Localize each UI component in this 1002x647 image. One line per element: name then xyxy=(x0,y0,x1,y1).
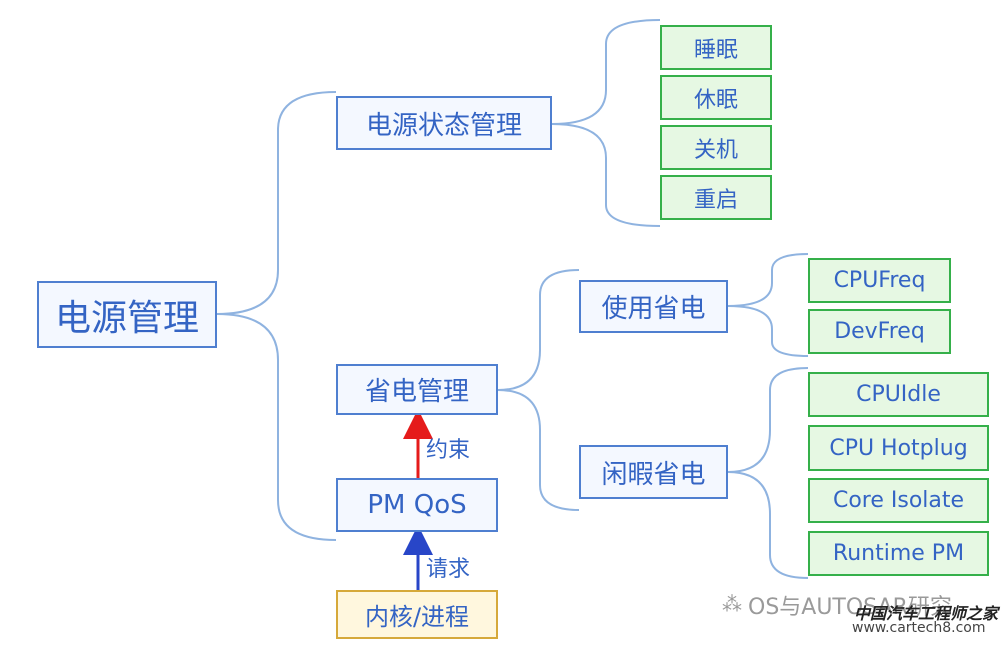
idle-brace xyxy=(727,367,809,473)
request-label: 请求 xyxy=(426,557,471,582)
leaf-cpufreq: CPUFreq xyxy=(808,258,951,303)
leaf-label: 休眠 xyxy=(693,87,738,113)
process-node: 内核/进程 xyxy=(336,590,498,639)
saving-management-node: 省电管理 xyxy=(336,364,498,415)
leaf-label: CPU Hotplug xyxy=(829,435,968,461)
active-brace-lower xyxy=(727,305,809,357)
saving-brace-lower xyxy=(497,389,580,511)
active-saving-node: 使用省电 xyxy=(579,280,728,333)
state-brace xyxy=(551,19,661,125)
process-label: 内核/进程 xyxy=(364,603,470,631)
root-node: 电源管理 xyxy=(37,281,217,348)
state-brace-lower xyxy=(551,123,661,227)
leaf-label: Core Isolate xyxy=(832,488,965,513)
active-saving-label: 使用省电 xyxy=(601,294,706,324)
leaf-label: 重启 xyxy=(693,187,738,213)
leaf-reboot: 重启 xyxy=(660,175,772,220)
pm-qos-label: PM QoS xyxy=(367,490,467,520)
state-management-node: 电源状态管理 xyxy=(336,96,552,150)
saving-management-label: 省电管理 xyxy=(364,377,469,407)
leaf-core-isolate: Core Isolate xyxy=(808,478,989,523)
leaf-shutdown: 关机 xyxy=(660,125,772,170)
leaf-cpu-hotplug: CPU Hotplug xyxy=(808,425,989,471)
leaf-label: CPUIdle xyxy=(856,382,941,407)
leaf-label: CPUFreq xyxy=(833,268,926,293)
saving-brace xyxy=(497,269,580,391)
root-brace-lower xyxy=(216,313,337,541)
leaf-runtime-pm: Runtime PM xyxy=(808,531,989,576)
idle-brace-lower xyxy=(727,471,809,579)
leaf-label: Runtime PM xyxy=(832,541,965,566)
wechat-icon: ⁂ xyxy=(722,592,742,616)
leaf-sleep: 睡眠 xyxy=(660,25,772,70)
leaf-hibernate: 休眠 xyxy=(660,75,772,120)
watermark-text: OS与AUTOSAR研究 xyxy=(748,595,952,620)
root-label: 电源管理 xyxy=(54,297,199,339)
watermark-url: www.cartech8.com xyxy=(852,620,986,636)
idle-saving-label: 闲暇省电 xyxy=(601,459,706,490)
leaf-label: 关机 xyxy=(693,137,738,163)
leaf-cpuidle: CPUIdle xyxy=(808,372,989,417)
constraint-label: 约束 xyxy=(426,438,471,463)
leaf-devfreq: DevFreq xyxy=(808,309,951,354)
state-management-label: 电源状态管理 xyxy=(365,110,522,141)
idle-saving-node: 闲暇省电 xyxy=(579,445,728,499)
root-brace xyxy=(216,91,337,315)
active-brace xyxy=(727,253,809,307)
watermark-brand: 中国汽车工程师之家 xyxy=(854,604,999,623)
pm-qos-node: PM QoS xyxy=(336,478,498,532)
leaf-label: DevFreq xyxy=(834,319,925,344)
leaf-label: 睡眠 xyxy=(693,37,738,63)
